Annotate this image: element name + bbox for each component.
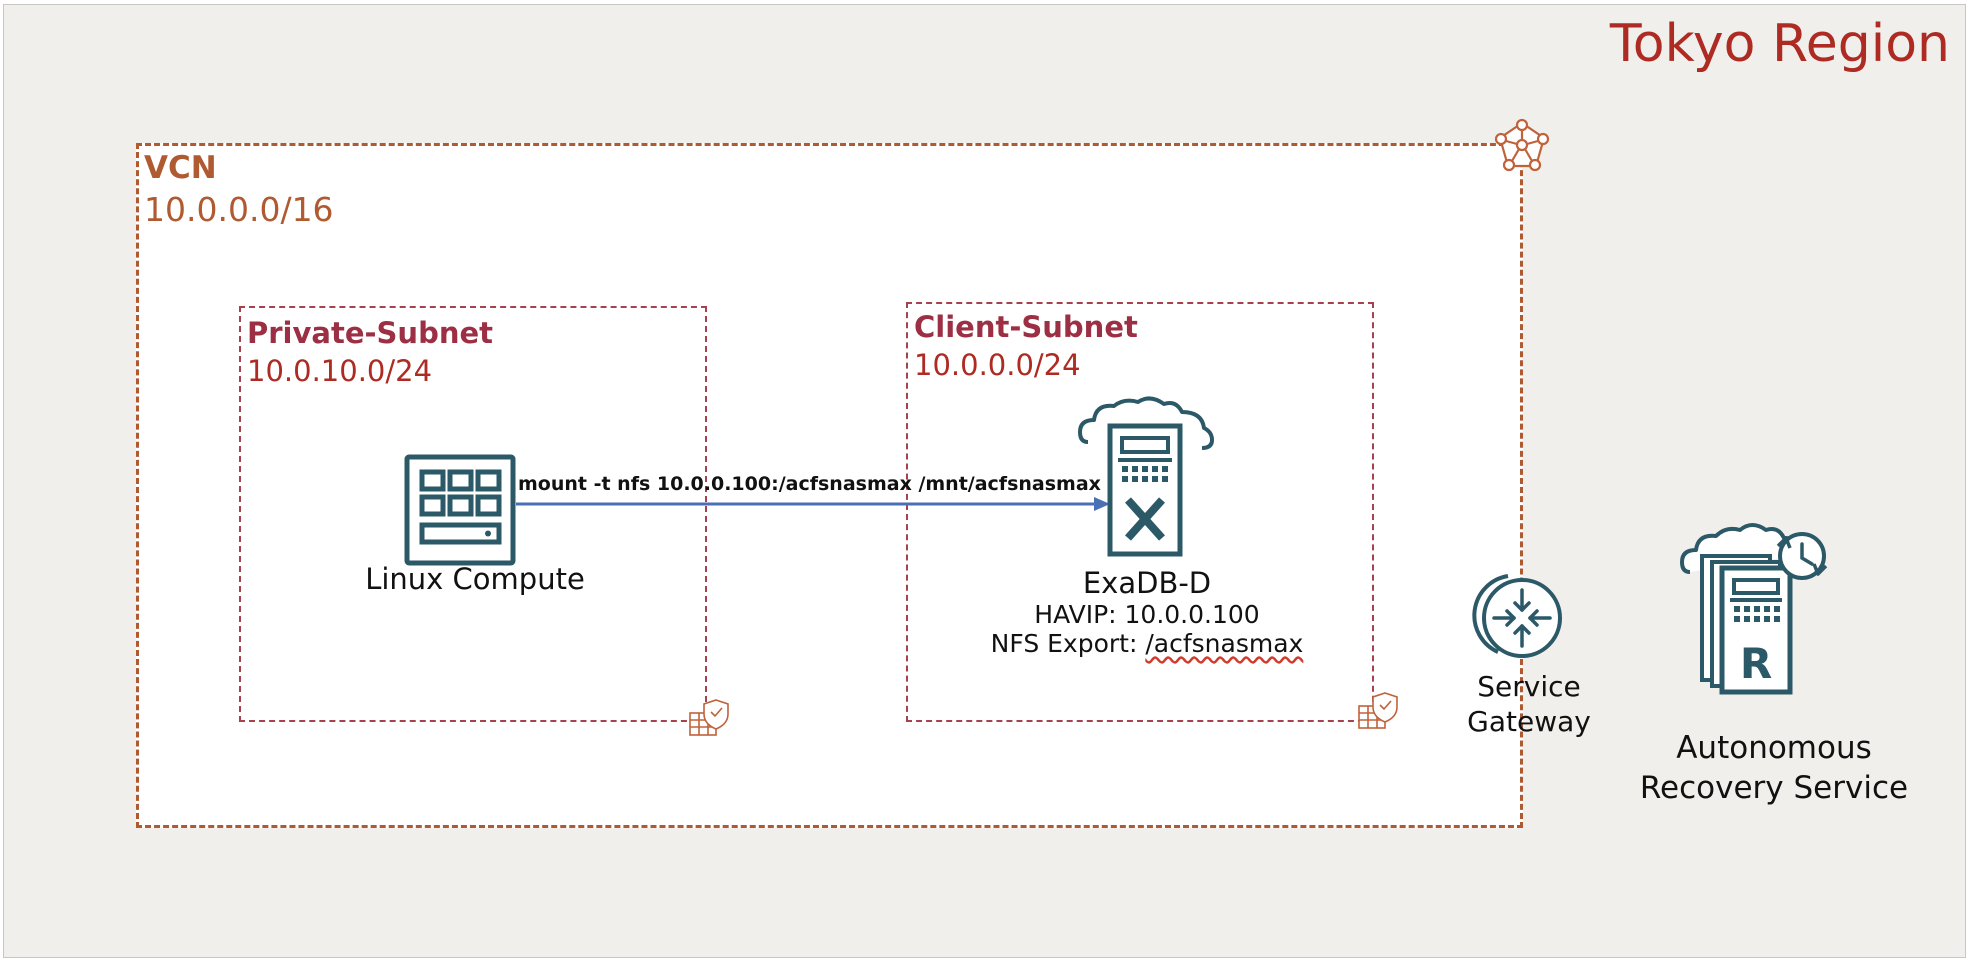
svg-text:R: R (1740, 639, 1772, 688)
nfs-export-path: /acfsnasmax (1145, 629, 1304, 658)
private-subnet-title: Private-Subnet (247, 316, 494, 350)
security-list-icon (1358, 692, 1398, 729)
client-subnet-title: Client-Subnet (914, 310, 1138, 344)
linux-compute-label: Linux Compute (365, 562, 585, 596)
service-gateway-label-line1: Service (1477, 670, 1581, 703)
exadb-havip: HAVIP: 10.0.0.100 (1034, 600, 1260, 629)
mount-command-label: mount -t nfs 10.0.0.100:/acfsnasmax /mnt… (518, 473, 1101, 495)
linux-compute-icon (404, 454, 516, 566)
region-title: Tokyo Region (1609, 14, 1950, 74)
service-gateway-icon (1472, 574, 1562, 658)
exadb-nfs-export: NFS Export: /acfsnasmax (991, 629, 1304, 658)
security-list-icon (689, 699, 729, 736)
vcn-icon (1494, 118, 1550, 172)
mount-connection-arrow (516, 497, 1110, 511)
exadb-label: ExaDB-D (1082, 566, 1212, 600)
private-subnet-container (239, 306, 707, 722)
vcn-title: VCN (144, 150, 217, 186)
recovery-service-icon: R (1680, 523, 1828, 695)
client-subnet-cidr: 10.0.0.0/24 (914, 348, 1081, 382)
vcn-cidr: 10.0.0.0/16 (144, 190, 334, 229)
recovery-service-label-line2: Recovery Service (1639, 770, 1909, 806)
nfs-export-prefix: NFS Export: (990, 629, 1146, 658)
recovery-service-label-line1: Autonomous (1676, 730, 1872, 766)
client-subnet-container (906, 302, 1374, 722)
private-subnet-cidr: 10.0.10.0/24 (247, 354, 433, 388)
exadb-icon (1078, 396, 1214, 557)
service-gateway-label-line2: Gateway (1467, 705, 1591, 738)
vcn-container (136, 143, 1523, 828)
